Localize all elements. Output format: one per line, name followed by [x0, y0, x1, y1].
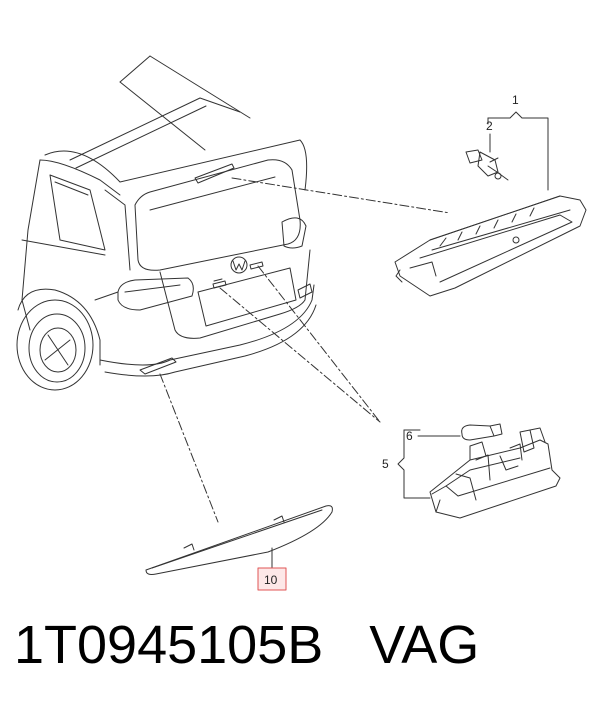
number-plate-lamp-assembly	[429, 423, 561, 519]
callout-brackets-5-6	[397, 429, 461, 499]
leader-lines	[159, 177, 451, 523]
exploded-parts-diagram: 1 2 5 6 10	[16, 55, 587, 591]
callout-1: 1	[512, 93, 519, 107]
callout-5: 5	[382, 457, 389, 471]
callout-brackets-1-2	[487, 111, 549, 191]
brand-name: VAG	[369, 615, 480, 675]
part-number-caption: 1T0945105B VAG	[14, 618, 479, 672]
callout-10-highlight-box	[257, 567, 287, 591]
callout-6: 6	[406, 429, 413, 443]
callout-10: 10	[264, 573, 278, 587]
high-level-brake-light-assembly	[394, 195, 587, 297]
bulb-connector	[465, 149, 509, 181]
rear-reflector	[145, 505, 333, 575]
callout-2: 2	[486, 119, 493, 133]
part-number: 1T0945105B	[14, 615, 324, 675]
vehicle-rear-illustration	[16, 55, 317, 391]
